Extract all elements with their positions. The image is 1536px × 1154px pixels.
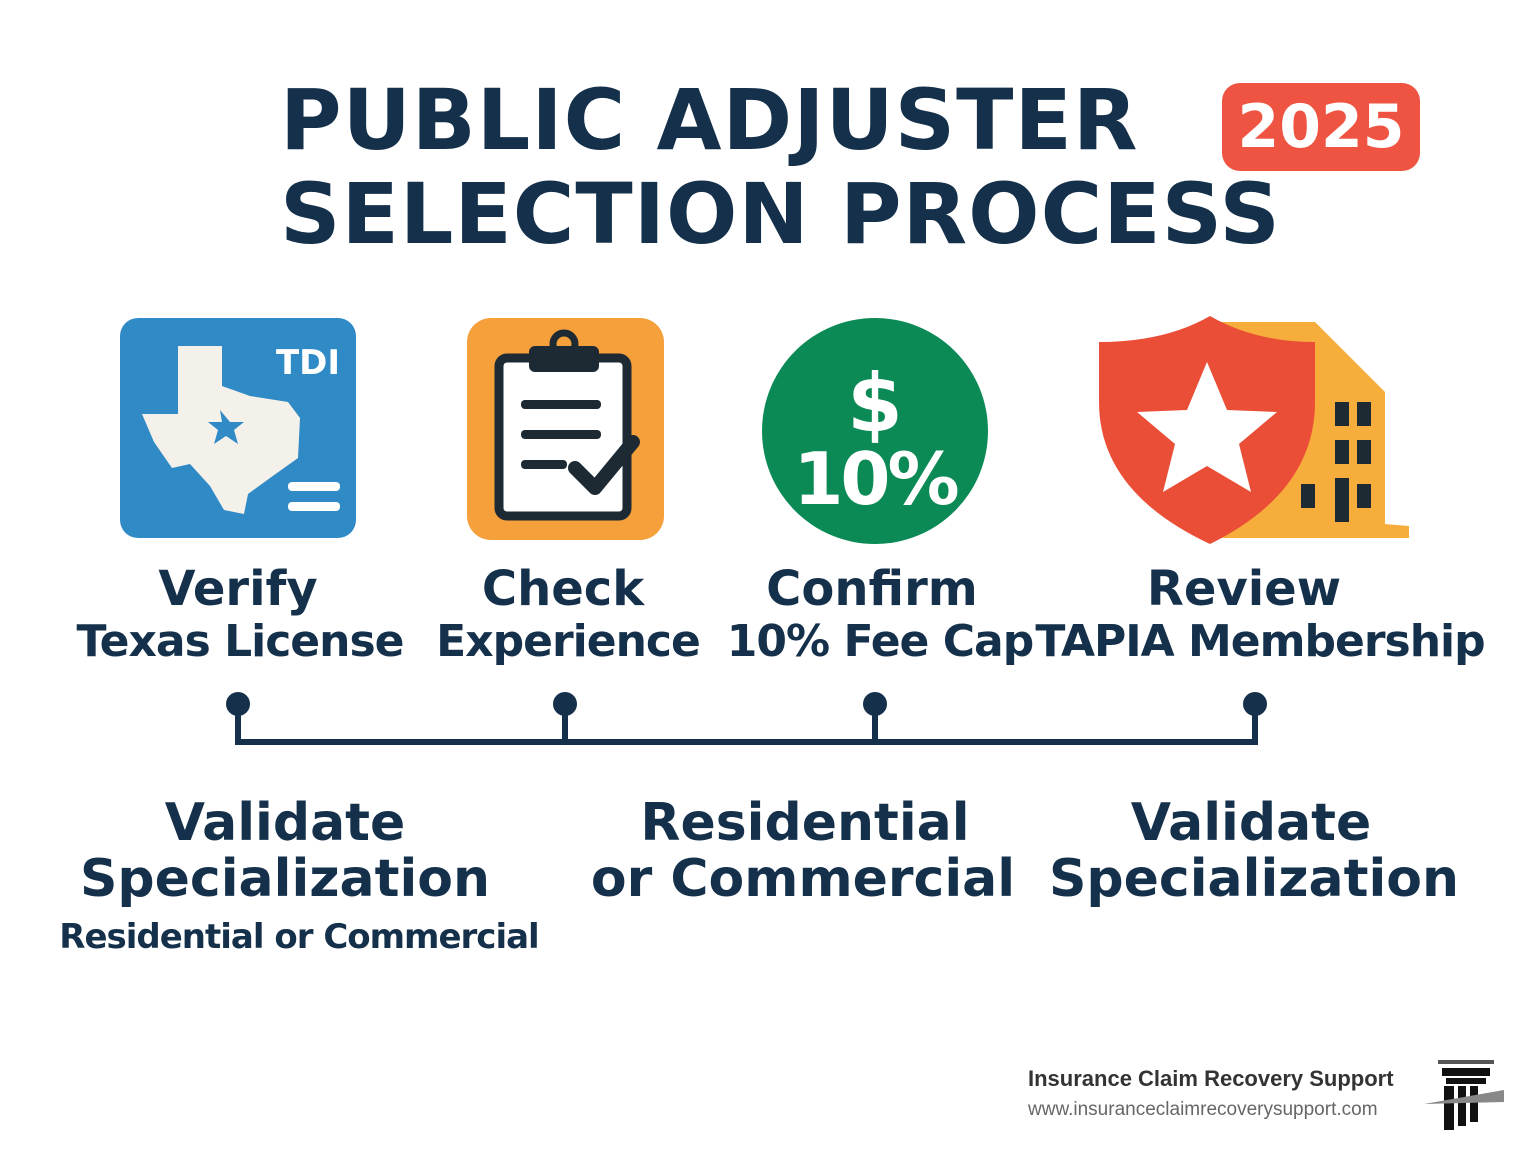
timeline-dot (863, 692, 887, 716)
bottom-1-line-1: Validate (164, 793, 406, 853)
year-badge: 2025 (1222, 83, 1420, 171)
step-3-subtitle: 10% Fee Cap (726, 616, 1034, 667)
clipboard-check-icon (467, 318, 664, 540)
percent-label: 10% (793, 437, 957, 521)
title-line-1: PUBLIC ADJUSTER (280, 71, 1139, 169)
bottom-2-line-1: Residential (640, 793, 970, 853)
timeline-dot (553, 692, 577, 716)
dollar-percent-icon: $ 10% (762, 318, 988, 544)
texas-license-icon: TDI (120, 318, 356, 538)
title-line-2: SELECTION PROCESS (280, 165, 1281, 263)
footer-url: www.insuranceclaimrecoverysupport.com (1028, 1099, 1378, 1120)
shield-building-icon (1099, 316, 1409, 544)
footer-company-name: Insurance Claim Recovery Support (1028, 1066, 1394, 1091)
bottom-2-line-2: or Commercial (590, 849, 1016, 909)
tdi-label: TDI (276, 343, 340, 383)
pillar-logo-icon (1424, 1060, 1504, 1130)
bottom-1-line-2: Specialization (79, 849, 491, 909)
step-4-subtitle: TAPIA Membership (1035, 616, 1485, 667)
step-4-title: Review (1146, 561, 1342, 617)
step-2-subtitle: Experience (436, 616, 701, 667)
timeline-dot (1243, 692, 1267, 716)
dollar-sign: $ (847, 357, 903, 450)
step-3-title: Confirm (766, 561, 978, 617)
bottom-3-line-1: Validate (1130, 793, 1372, 853)
bottom-1-line-3: Residential or Commercial (59, 917, 539, 957)
step-1-subtitle: Texas License (76, 616, 405, 667)
timeline-dot (226, 692, 250, 716)
timeline-connector (226, 692, 1267, 745)
step-2-title: Check (481, 561, 645, 617)
step-1-title: Verify (158, 561, 318, 617)
bottom-3-line-2: Specialization (1048, 849, 1460, 909)
